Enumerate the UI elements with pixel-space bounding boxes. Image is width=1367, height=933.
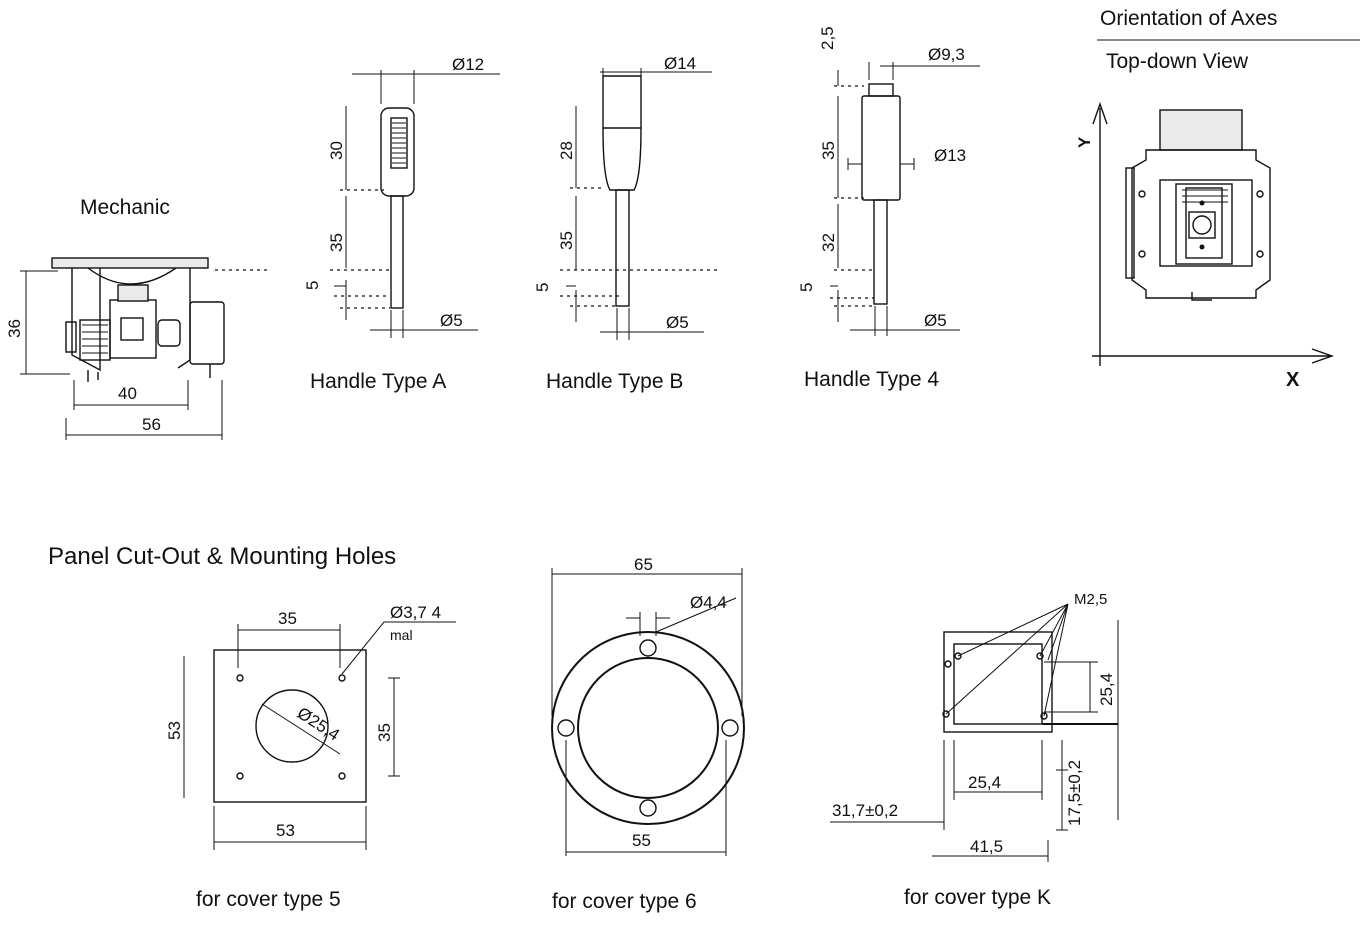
axes-y-label: Y [1075, 136, 1094, 148]
cover5-dim-center-dia: Ø25,4 [294, 703, 343, 744]
handle-a-len-grip: 30 [327, 141, 346, 160]
handle-b-caption: Handle Type B [546, 370, 683, 393]
mechanic-title: Mechanic [80, 196, 170, 219]
coverk-dim-offset-v: 17,5±0,2 [1065, 760, 1084, 826]
cover6-dim-inner: 55 [632, 831, 651, 850]
handle-4-caption: Handle Type 4 [804, 368, 939, 391]
coverk-drawing [830, 603, 1119, 862]
axes-x-label: X [1286, 369, 1300, 391]
cover6-dim-hole: Ø4,4 [690, 593, 727, 612]
axes-heading: Orientation of Axes [1100, 7, 1277, 30]
handle-b-dia-top: Ø14 [664, 54, 696, 73]
cover5-dim-hole-spacing: 35 [278, 609, 297, 628]
handle-4-len-shaft: 32 [819, 233, 838, 252]
handle-a-drawing [330, 70, 500, 338]
cover5-dim-hole-note: mal [390, 627, 413, 643]
handle-4-dia-cap: Ø9,3 [928, 45, 965, 64]
coverk-caption: for cover type K [904, 886, 1051, 909]
handle-b-len-grip: 28 [557, 141, 576, 160]
cover6-drawing [551, 568, 745, 856]
cover5-dim-height: 53 [165, 721, 184, 740]
handle-a-dia-top: Ø12 [452, 55, 484, 74]
handle-b-len-tip: 5 [533, 283, 552, 292]
handle-4-len-grip: 35 [819, 141, 838, 160]
cover5-dim-hole-spacing-v: 35 [375, 723, 394, 742]
handle-4-dia-shaft: Ø5 [924, 311, 947, 330]
panel-heading: Panel Cut-Out & Mounting Holes [48, 543, 396, 570]
cover5-caption: for cover type 5 [196, 888, 341, 911]
handle-a-dia-shaft: Ø5 [440, 311, 463, 330]
coverk-dim-h: 25,4 [968, 773, 1001, 792]
coverk-dim-offset-h: 31,7±0,2 [832, 801, 898, 820]
mechanic-dim-height: 36 [5, 319, 24, 338]
handle-4-dia-grip: Ø13 [934, 146, 966, 165]
handle-4-len-tip: 5 [797, 283, 816, 292]
handle-b-len-shaft: 35 [557, 231, 576, 250]
coverk-dim-v: 25,4 [1097, 673, 1116, 706]
mechanic-dim-outer-width: 56 [142, 415, 161, 434]
handle-a-caption: Handle Type A [310, 370, 446, 393]
axes-drawing [1092, 39, 1360, 366]
cover6-caption: for cover type 6 [552, 890, 697, 913]
axes-view: Top-down View [1106, 50, 1249, 73]
handle-4-len-cap: 2,5 [818, 26, 837, 50]
handle-4-drawing [830, 62, 980, 336]
coverk-dim-thread: M2,5 [1074, 591, 1107, 608]
handle-a-len-shaft: 35 [327, 233, 346, 252]
mechanic-drawing [20, 257, 270, 440]
handle-b-dia-shaft: Ø5 [666, 313, 689, 332]
cover6-dim-outer: 65 [634, 555, 653, 574]
cover5-drawing [183, 621, 456, 850]
handle-b-drawing [560, 68, 720, 340]
cover5-dim-hole-dia: Ø3,7 4 [390, 603, 441, 622]
handle-a-len-tip: 5 [303, 281, 322, 290]
coverk-dim-total: 41,5 [970, 837, 1003, 856]
mechanic-dim-inner-width: 40 [118, 384, 137, 403]
cover5-dim-width: 53 [276, 821, 295, 840]
